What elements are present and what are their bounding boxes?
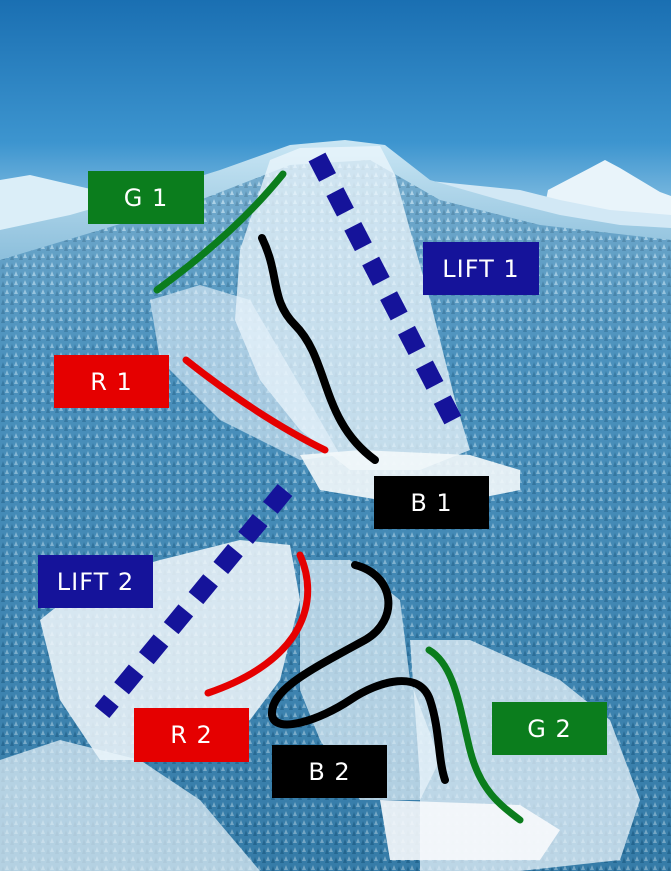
trail-label-r2[interactable]: R 2	[134, 708, 249, 762]
trail-label-b1[interactable]: B 1	[374, 476, 489, 529]
lower-mid-slope	[300, 560, 440, 800]
trail-g1-line	[153, 170, 287, 294]
lift-label-lift2-text: LIFT 2	[56, 567, 135, 596]
trail-label-g1-text: G 1	[123, 183, 169, 212]
lift-label-lift1[interactable]: LIFT 1	[423, 242, 539, 295]
trail-label-b2-text: B 2	[308, 757, 351, 786]
lift-label-lift1-text: LIFT 1	[442, 254, 520, 283]
bottom-left-snow	[0, 740, 260, 871]
lift2-line	[94, 483, 293, 719]
lift-label-lift2[interactable]: LIFT 2	[38, 555, 153, 608]
lift1-line	[308, 152, 467, 435]
trail-label-b2[interactable]: B 2	[272, 745, 387, 798]
left-snow-slope	[150, 285, 340, 460]
trail-label-g2-text: G 2	[527, 714, 572, 743]
trail-b2-line	[268, 561, 449, 784]
trail-label-r1-text: R 1	[90, 367, 133, 396]
trail-label-r1[interactable]: R 1	[54, 355, 169, 408]
trail-g2-line	[425, 646, 524, 824]
trail-label-b1-text: B 1	[410, 488, 453, 517]
trail-label-g1[interactable]: G 1	[88, 171, 204, 224]
trail-label-r2-text: R 2	[170, 721, 213, 749]
trail-b1-line	[258, 234, 379, 464]
trail-r2-line	[204, 551, 312, 697]
trail-r1-line	[182, 356, 329, 454]
trail-label-g2[interactable]: G 2	[492, 702, 607, 755]
